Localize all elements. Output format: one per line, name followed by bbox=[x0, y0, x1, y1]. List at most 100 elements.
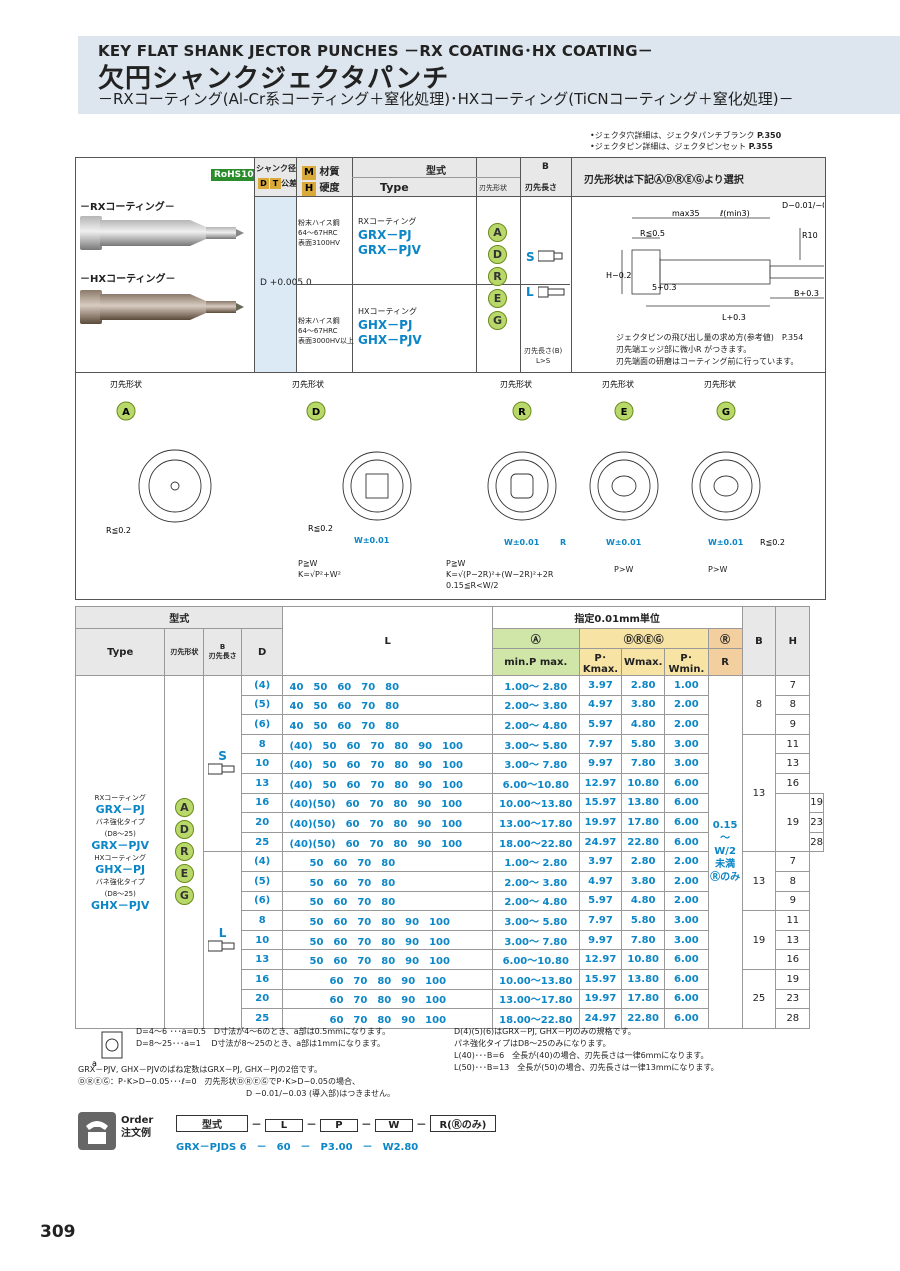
pk-cell: 4.97 bbox=[578, 694, 623, 716]
r-range: 0.15 ～ W/2 未満 Ⓡのみ bbox=[707, 675, 743, 1029]
minmax-cell: 3.00～ 7.80 bbox=[491, 753, 580, 774]
phone-icon bbox=[78, 1112, 116, 1150]
d-cell: (4) bbox=[240, 851, 284, 872]
pk-cell: 9.97 bbox=[578, 929, 623, 951]
pw-cell: 6.00 bbox=[664, 772, 709, 794]
ref-p350[interactable]: P.350 bbox=[757, 131, 782, 140]
d-note-2: K=√P²+W² bbox=[298, 570, 341, 579]
pk-cell: 19.97 bbox=[578, 812, 623, 833]
shape-badge: G bbox=[174, 886, 194, 906]
h-cell: 7 bbox=[775, 851, 811, 872]
foot-left-3: GRX－PJV, GHX－PJVのばね定数はGRX－PJ, GHX－PJの2倍で… bbox=[78, 1065, 323, 1074]
col-type bbox=[352, 158, 477, 372]
type-block-line: (D8～25) bbox=[104, 889, 136, 898]
note-blank: •ジェクタ穴詳細は、ジェクタパンチブランク bbox=[590, 131, 755, 140]
pw-cell: 6.00 bbox=[664, 988, 709, 1010]
w-cell: 7.80 bbox=[621, 753, 666, 774]
th-d: D bbox=[240, 628, 284, 676]
shape-badge: D bbox=[174, 820, 194, 840]
ref-p355[interactable]: P.355 bbox=[748, 142, 773, 151]
shape-g-caption: 刃先形状 bbox=[704, 379, 736, 389]
w-cell: 2.80 bbox=[621, 675, 666, 696]
svg-text:ℓ(min3): ℓ(min3) bbox=[719, 209, 750, 218]
shape-a-badge: A bbox=[488, 223, 507, 242]
svg-text:W±0.01: W±0.01 bbox=[354, 536, 390, 545]
d-cell: (4) bbox=[240, 675, 284, 696]
w-cell: 22.80 bbox=[621, 1008, 666, 1029]
h-cell: 11 bbox=[775, 733, 811, 755]
w-cell: 10.80 bbox=[621, 949, 666, 970]
hasaki-len-label: 刃先長さ bbox=[525, 183, 557, 192]
shape-badge: R bbox=[174, 842, 194, 862]
shape-badge: E bbox=[174, 864, 194, 884]
pk-cell: 7.97 bbox=[578, 733, 623, 755]
rx-coat-label: RXコーティング bbox=[358, 217, 417, 226]
example-w: W2.80 bbox=[382, 1142, 419, 1153]
note-edge-r: 刃先端エッジ部に微小R がつきます。 bbox=[616, 345, 752, 354]
b-value: 13 bbox=[741, 851, 777, 912]
katashiki-label: 型式 bbox=[426, 166, 446, 177]
l-cell: 50 60 70 80 90 100 bbox=[282, 949, 493, 970]
shape-circles: A D R E G bbox=[488, 220, 507, 330]
shape-badge: A bbox=[174, 798, 194, 818]
pw-cell: 6.00 bbox=[664, 812, 709, 833]
minmax-cell: 1.00～ 2.80 bbox=[491, 851, 580, 872]
minmax-cell: 3.00～ 7.80 bbox=[491, 929, 580, 951]
type-ghx-pjv: GHX－PJV bbox=[358, 333, 422, 347]
h-cell: 19 bbox=[775, 968, 811, 990]
foot-left-4: ⒹⓇⒺⒼ：P･K>D−0.05･･･ℓ=0 刃先形状ⒹⓇⒺⒼでP･K>D−0.0… bbox=[78, 1077, 360, 1086]
type-ghx-pj: GHX－PJ bbox=[358, 318, 413, 332]
foot-left-2: D=8～25･･･a=1 D寸法が8～25のとき、a部は1mmになります。 bbox=[136, 1039, 386, 1048]
pw-cell: 1.00 bbox=[664, 675, 709, 696]
b-len-block: S bbox=[203, 674, 242, 853]
footnotes-right: D(4)(5)(6)はGRX－PJ, GHX－PJのみの規格です。 パネ強化タイ… bbox=[454, 1026, 719, 1074]
pw-cell: 2.00 bbox=[664, 851, 709, 872]
pw-cell: 6.00 bbox=[664, 949, 709, 970]
type-block-line: RXコーティング bbox=[94, 793, 146, 802]
pw-cell: 2.00 bbox=[664, 870, 709, 892]
pk-cell: 15.97 bbox=[578, 968, 623, 990]
order-en: Order bbox=[121, 1115, 154, 1126]
col-material bbox=[296, 158, 353, 372]
l-cell: (40) 50 60 70 80 90 100 bbox=[282, 772, 493, 794]
size-table: 型式 L 指定0.01mm単位 B H Type 刃先形状 B 刃先長さ D Ⓐ… bbox=[74, 606, 824, 1029]
svg-text:D−0.01/−0.03: D−0.01/−0.03 bbox=[782, 201, 824, 210]
pk-cell: 19.97 bbox=[578, 988, 623, 1010]
l-cell: (40) 50 60 70 80 90 100 bbox=[282, 733, 493, 755]
h-cell: 8 bbox=[775, 694, 811, 716]
order-field-type: 型式 bbox=[176, 1115, 248, 1132]
pw-cell: 3.00 bbox=[664, 929, 709, 951]
d-cell: 10 bbox=[240, 929, 284, 951]
minmax-cell: 13.00～17.80 bbox=[491, 812, 580, 833]
pw-cell: 3.00 bbox=[664, 753, 709, 774]
l-cell: 40 50 60 70 80 bbox=[282, 694, 493, 716]
l-cell: 60 70 80 90 100 bbox=[282, 1008, 493, 1029]
d-note-1: P≧W bbox=[298, 559, 318, 568]
order-label: Order 注文例 bbox=[121, 1114, 153, 1140]
type-block-line: バネ強化タイプ bbox=[95, 817, 145, 826]
d-cell: 20 bbox=[240, 988, 284, 1010]
foot-right-3: L(40)･･･B=6 全長が(40)の場合、刃先長さは一律6mmになります。 bbox=[454, 1051, 709, 1060]
d-cell: 10 bbox=[240, 753, 284, 774]
foot-right-4: L(50)･･･B=13 全長が(50)の場合、刃先長さは一律13mmになります… bbox=[454, 1063, 719, 1072]
pw-cell: 2.00 bbox=[664, 714, 709, 735]
h-cell: 16 bbox=[775, 949, 811, 970]
col-hasaki bbox=[476, 158, 521, 372]
d-tolerance: D +0.005 0 bbox=[260, 278, 312, 288]
rx-punch-image bbox=[80, 216, 244, 250]
th-h: H bbox=[775, 606, 811, 676]
l-cell: 40 50 60 70 80 bbox=[282, 675, 493, 696]
minmax-cell: 10.00～13.80 bbox=[491, 792, 580, 814]
order-field-p: P bbox=[319, 1119, 358, 1132]
svg-text:W±0.01: W±0.01 bbox=[504, 538, 540, 547]
spec-header-row bbox=[254, 158, 825, 197]
